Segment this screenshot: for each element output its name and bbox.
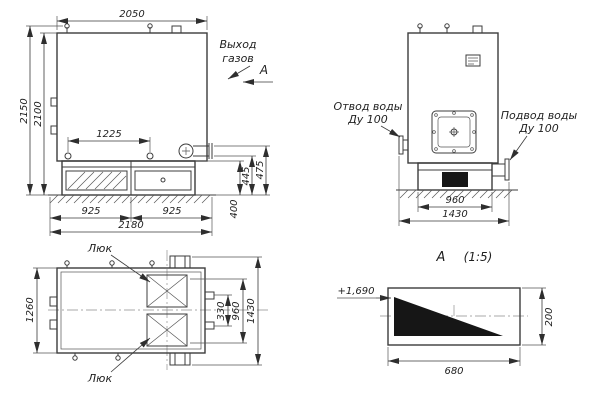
- plan-flue-flange-top: [169, 255, 191, 269]
- dim-400: 400: [229, 199, 240, 218]
- dim-1260: 1260: [25, 297, 36, 322]
- section-wedge: [394, 297, 503, 336]
- front-annotations: Выход газов А: [219, 38, 273, 85]
- side-inspection-door: [431, 110, 477, 154]
- dim-960-side: 960: [445, 195, 464, 206]
- boiler-body-plan: [56, 267, 206, 354]
- front-dim-heights: 2150 2100: [19, 25, 63, 196]
- side-dim-bottom: 960 1430: [398, 156, 510, 226]
- front-top-studs: [64, 23, 182, 34]
- section-a-letter: А: [259, 63, 268, 77]
- section-title-scale: (1:5): [464, 250, 493, 264]
- gas-exit-label-line2: газов: [222, 52, 254, 65]
- side-base: [417, 162, 493, 191]
- hatch-label-bottom: Люк: [87, 372, 113, 385]
- dim-445: 445: [241, 166, 252, 185]
- dim-1430-plan: 1430: [246, 298, 257, 323]
- front-base: [61, 160, 196, 196]
- hatch-label-top: Люк: [87, 242, 113, 255]
- plan-dim-right: 330 960 1430: [190, 256, 262, 366]
- section-dims: 680 200: [387, 287, 555, 377]
- plan-inner-wall: [60, 271, 202, 350]
- front-dim-1225: 1225: [64, 129, 154, 160]
- elevation-label: +1,690: [337, 286, 374, 297]
- plan-view: Люк Люк 1260 330 960 1430: [25, 242, 268, 385]
- dim-2150: 2150: [19, 98, 30, 123]
- section-view: А (1:5) +1,690 680 200: [337, 250, 555, 377]
- plan-studs: [64, 260, 155, 361]
- dim-1430-side: 1430: [442, 209, 467, 220]
- dim-925-left: 925: [81, 206, 100, 217]
- water-outlet-leader: [380, 125, 401, 138]
- plan-annotations: Люк Люк: [87, 242, 151, 385]
- plan-flue-flange-bottom: [169, 352, 191, 366]
- hatch-leader-bottom: [110, 337, 151, 373]
- dim-925-right: 925: [162, 206, 181, 217]
- side-ground: [396, 189, 518, 199]
- dim-2180: 2180: [118, 220, 143, 231]
- front-dim-bottom: 925 925 2180: [49, 197, 213, 236]
- water-inlet-leader: [509, 135, 528, 161]
- water-inlet-label-line1: Подвод воды: [501, 109, 578, 122]
- section-title-letter: А: [436, 250, 446, 265]
- boiler-body-side: [407, 32, 499, 164]
- dim-2050: 2050: [119, 9, 144, 20]
- side-nameplate: [465, 54, 481, 67]
- plan-side-stubs: [49, 291, 215, 330]
- front-left-stubs: [50, 97, 58, 135]
- dim-475: 475: [255, 160, 266, 179]
- section-duct-outline: [387, 287, 521, 346]
- plan-dim-left: 1260: [25, 267, 57, 354]
- ash-door: [442, 172, 468, 187]
- water-outlet-label-line1: Отвод воды: [334, 100, 403, 113]
- plan-hatch-top-opening: [146, 274, 188, 308]
- dim-200: 200: [544, 307, 555, 326]
- section-elevation: +1,690: [337, 286, 391, 301]
- water-inlet-label-line2: Ду 100: [518, 122, 559, 135]
- boiler-body-front: [56, 32, 208, 162]
- water-inlet-flange: [492, 158, 510, 181]
- side-top-studs: [417, 23, 483, 34]
- dim-1225: 1225: [96, 129, 121, 140]
- water-outlet-flange: [398, 135, 408, 155]
- water-outlet-label-line2: Ду 100: [347, 113, 388, 126]
- gas-exit-arrow: [227, 65, 251, 80]
- plan-hatch-bottom-opening: [146, 313, 188, 347]
- side-view: 960 1430 Отвод воды Ду 100 Подвод воды Д…: [334, 23, 578, 226]
- dim-960-plan: 960: [231, 301, 242, 320]
- side-annotations: Отвод воды Ду 100 Подвод воды Ду 100: [334, 100, 578, 161]
- front-dim-right: 445 475 400: [195, 145, 270, 219]
- hatch-leader-top: [110, 254, 151, 283]
- front-dim-2050: 2050: [56, 9, 208, 30]
- dim-2100: 2100: [33, 101, 44, 126]
- gas-exit-label-line1: Выход: [219, 38, 256, 51]
- front-ground: [48, 194, 216, 204]
- dim-680: 680: [444, 366, 463, 377]
- front-view: 2050 2150 2100 1225: [19, 9, 273, 236]
- dim-330: 330: [216, 301, 227, 320]
- front-flue-pipe: [178, 143, 213, 159]
